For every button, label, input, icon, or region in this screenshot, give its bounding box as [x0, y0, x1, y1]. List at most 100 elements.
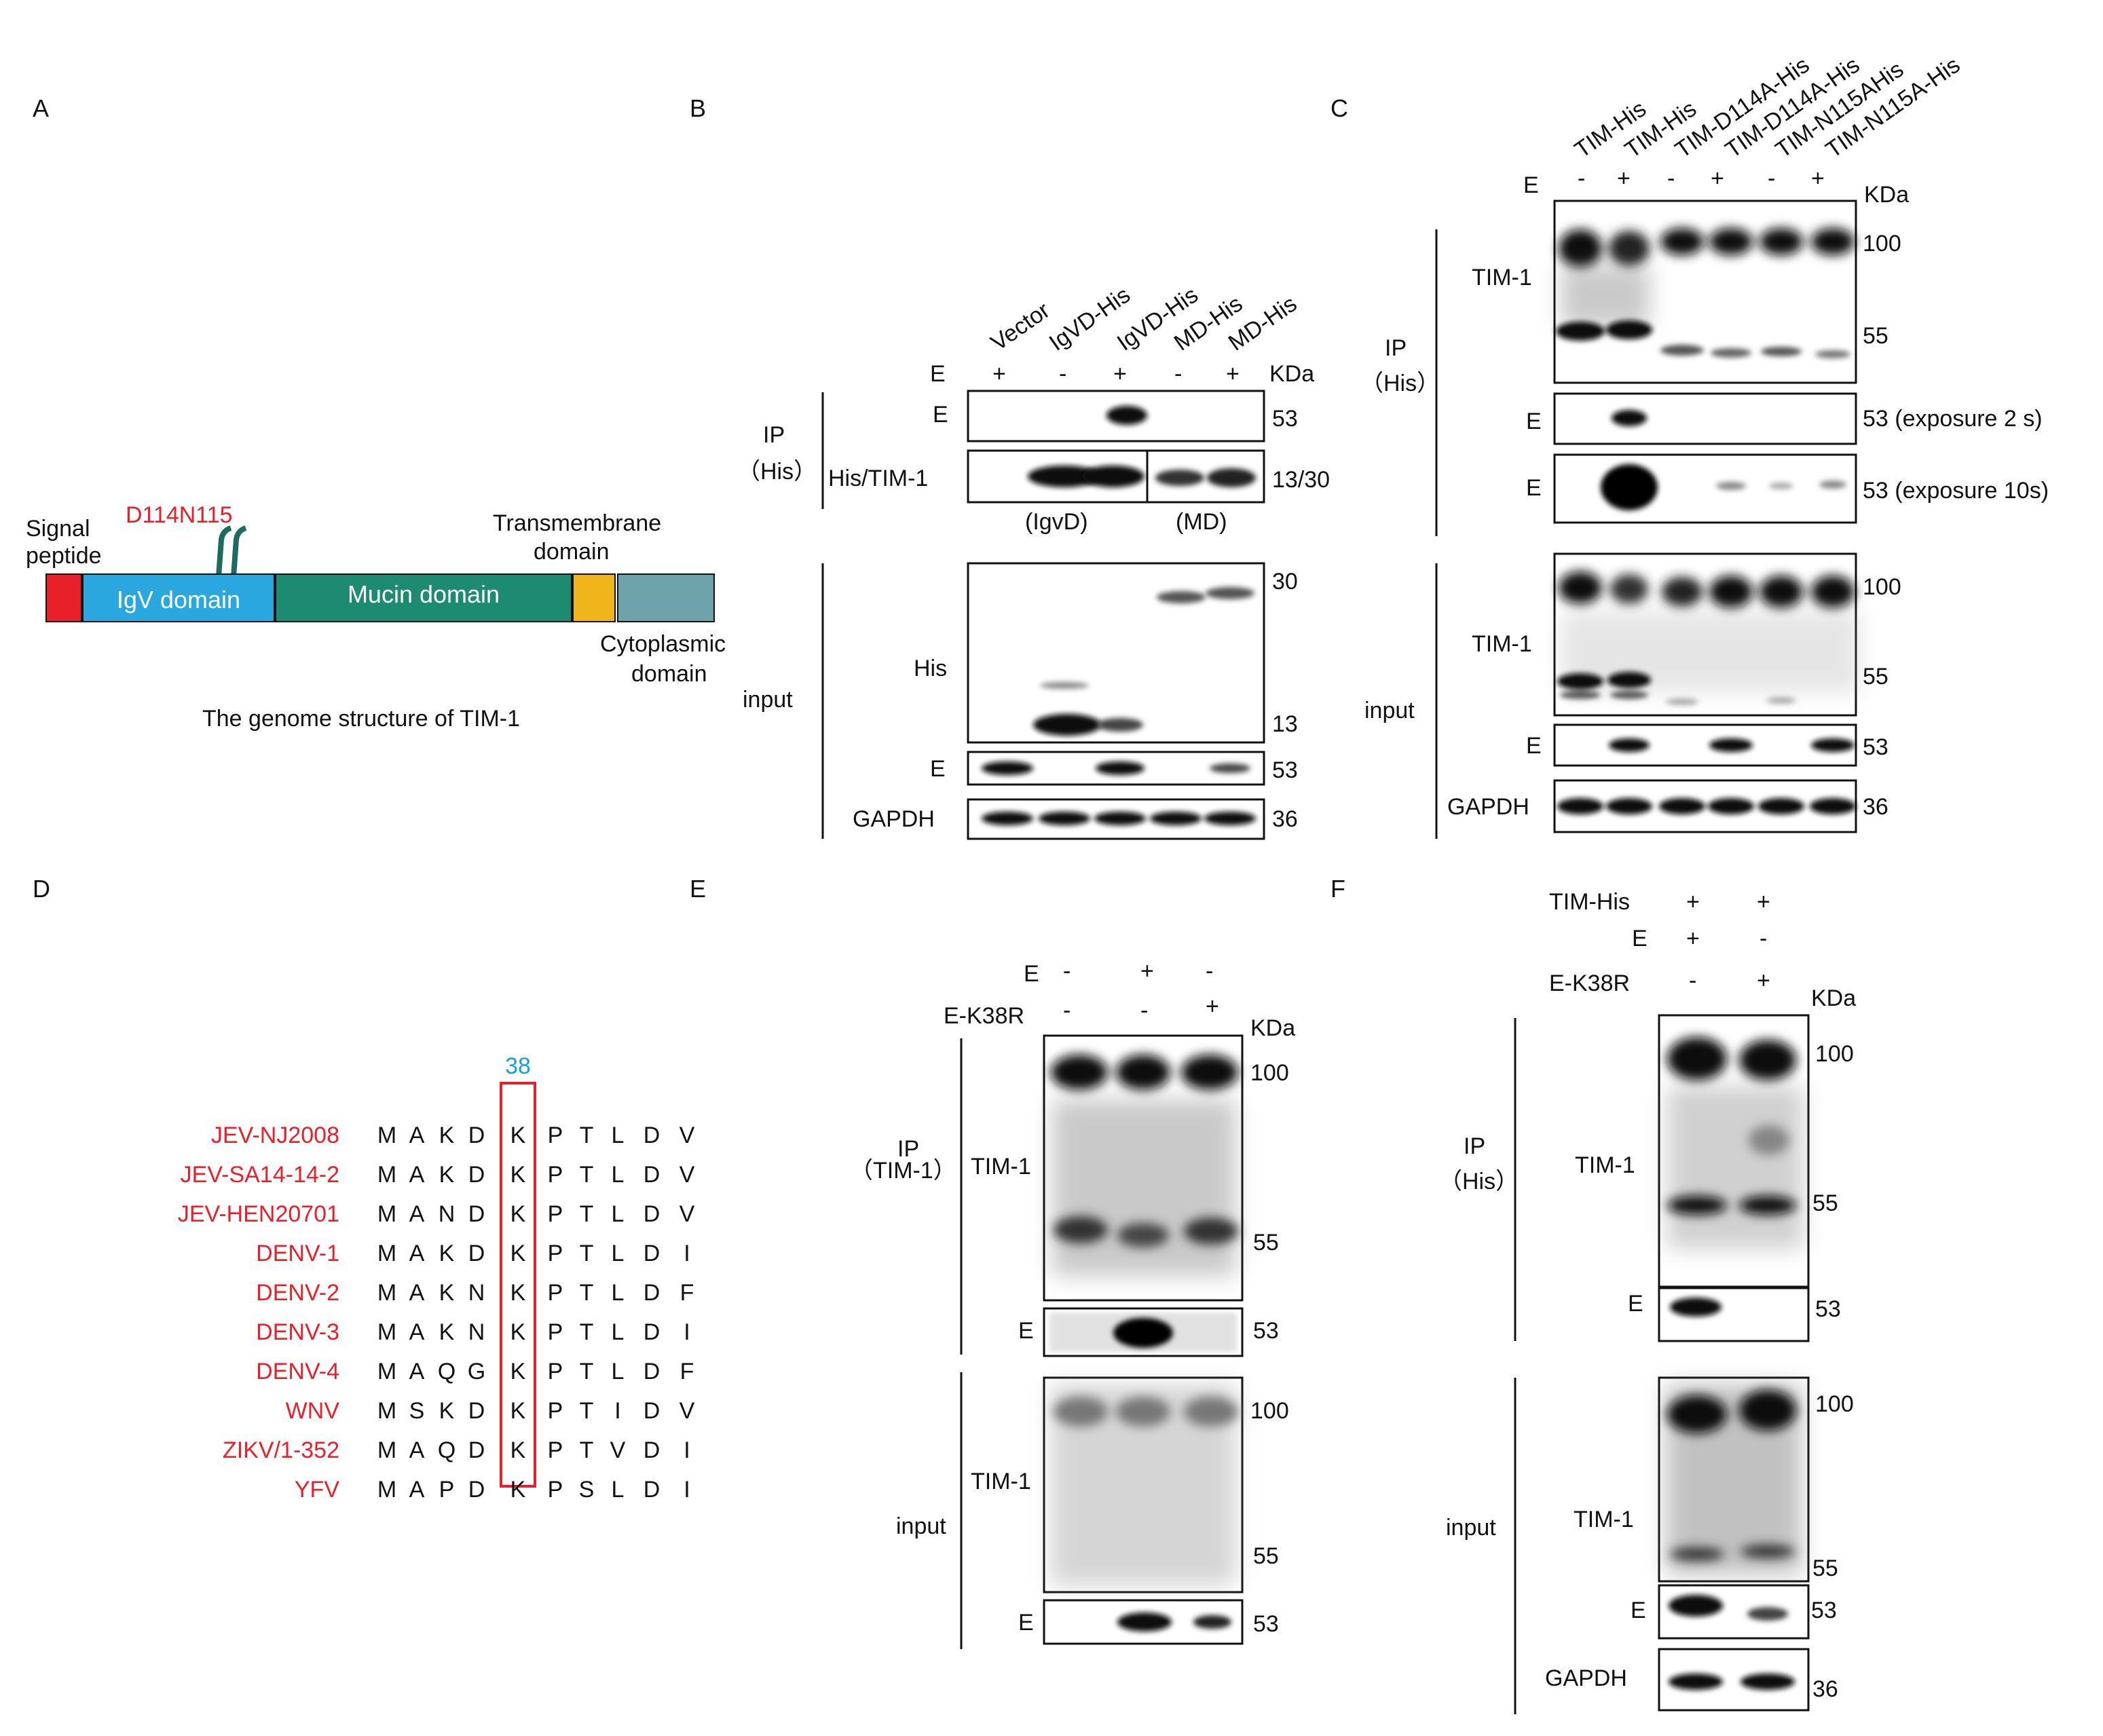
strain-name: ZIKV/1-352	[223, 1437, 339, 1463]
mucin-domain	[275, 573, 572, 622]
mw-marker: 30	[1272, 569, 1298, 595]
mw-marker: 55	[1253, 1230, 1279, 1256]
strain-name: DENV-1	[256, 1241, 339, 1266]
mw-marker: 100	[1863, 574, 1901, 600]
residue: F	[680, 1280, 694, 1306]
band	[1716, 482, 1746, 490]
ip-label: IP	[763, 422, 785, 448]
residue: N	[468, 1280, 485, 1306]
row-label: TIM-1	[1574, 1507, 1634, 1532]
e-condition-label: E	[930, 361, 946, 387]
mw-marker: 100	[1815, 1041, 1854, 1067]
igv-domain	[82, 573, 275, 622]
strain-name: JEV-SA14-14-2	[181, 1162, 339, 1188]
condition-value: +	[1686, 889, 1700, 915]
panel-d-letter: D	[33, 875, 50, 903]
band	[1210, 763, 1250, 773]
input-tim1-55kda-bands	[1557, 672, 1796, 705]
row-label: TIM-1	[1472, 265, 1532, 290]
condition-label-tim-his: TIM-His	[1549, 889, 1630, 915]
strain-name: DENV-3	[256, 1319, 339, 1345]
residue: K	[510, 1319, 526, 1345]
e-condition-value: -	[1667, 166, 1675, 191]
cytoplasmic-label-1: Cytoplasmic	[600, 631, 726, 657]
row-label: E	[1526, 475, 1542, 501]
ip-tim1-bands	[1667, 1037, 1796, 1080]
panel-f: F TIM-His E E-K38R + + + - - + KDa IP （H…	[1330, 875, 1856, 1714]
signal-peptide-label-2: peptide	[26, 543, 102, 569]
mw-marker: 55	[1863, 323, 1888, 349]
mw-marker: 36	[1812, 1676, 1838, 1702]
residue: P	[548, 1477, 563, 1503]
ip-label: IP	[897, 1136, 919, 1162]
mw-marker: 53	[1815, 1296, 1841, 1322]
residue: D	[644, 1162, 660, 1188]
band	[1082, 466, 1144, 487]
condition-label-ek38r: E-K38R	[1549, 970, 1630, 996]
residue: F	[680, 1359, 694, 1384]
kda-label: KDa	[1811, 985, 1856, 1011]
residue: T	[580, 1398, 594, 1424]
e-condition-value: +	[992, 361, 1006, 387]
row-label: TIM-1	[971, 1154, 1031, 1180]
band	[982, 761, 1033, 775]
smear	[1052, 1099, 1235, 1276]
mutation-site-label: D114N115	[126, 502, 233, 528]
residue: T	[580, 1162, 594, 1188]
residue: V	[680, 1398, 695, 1424]
mw-marker-exposure-2s: 53 (exposure 2 s)	[1863, 406, 2043, 432]
residue: A	[409, 1359, 425, 1384]
row-label: TIM-1	[971, 1469, 1031, 1494]
input-tim1-bands	[1054, 1397, 1238, 1427]
e-condition-value: -	[1768, 166, 1775, 191]
residue: M	[377, 1477, 396, 1503]
blot-input-e	[1553, 723, 1857, 767]
panel-b-letter: B	[690, 94, 706, 122]
residue: A	[409, 1201, 425, 1227]
cytoplasmic-label-2: domain	[631, 661, 707, 687]
residue: A	[409, 1477, 425, 1503]
residue: K	[510, 1477, 526, 1503]
ip-tim1-55kda-bands	[1667, 1196, 1796, 1215]
row-label: E	[1018, 1610, 1034, 1636]
smear	[1561, 265, 1650, 326]
residue: V	[610, 1437, 626, 1463]
residue: L	[612, 1280, 625, 1306]
e-condition-value: -	[1578, 166, 1585, 191]
residue: K	[510, 1241, 526, 1266]
residue: D	[644, 1477, 660, 1503]
residue: D	[644, 1241, 660, 1266]
residue: T	[580, 1319, 594, 1345]
row-label: E	[1526, 409, 1542, 434]
residue: P	[439, 1477, 455, 1503]
residue: K	[439, 1280, 455, 1306]
mw-marker-exposure-10s: 53 (exposure 10s)	[1863, 478, 2049, 504]
ip-antibody-label: （TIM-1）	[850, 1158, 956, 1184]
band	[1106, 406, 1147, 425]
row-label: GAPDH	[1447, 794, 1529, 820]
band	[1612, 410, 1647, 426]
row-label: E	[1018, 1318, 1034, 1344]
residue-position-label: 38	[505, 1053, 531, 1079]
kda-label: KDa	[1250, 1015, 1295, 1041]
residue: D	[468, 1201, 485, 1227]
mw-marker: 53	[1253, 1611, 1279, 1637]
mw-marker: 36	[1272, 806, 1298, 832]
residue: I	[614, 1398, 620, 1424]
panel-e-letter: E	[690, 875, 706, 903]
panel-b-lane-labels: Vector IgVD-His IgVD-His MD-His MD-His	[986, 282, 1302, 356]
residue: T	[580, 1201, 594, 1227]
input-label: input	[1446, 1515, 1496, 1541]
panel-a-caption: The genome structure of TIM-1	[202, 706, 520, 732]
residue: A	[409, 1319, 425, 1345]
residue: M	[377, 1280, 396, 1306]
e-condition-value: +	[1113, 361, 1127, 387]
input-label: input	[1364, 698, 1415, 723]
condition-label-ek38r: E-K38R	[944, 1003, 1024, 1029]
band	[1113, 1318, 1173, 1348]
residue: K	[439, 1319, 455, 1345]
band	[1157, 591, 1206, 603]
condition-value: -	[1140, 998, 1148, 1023]
